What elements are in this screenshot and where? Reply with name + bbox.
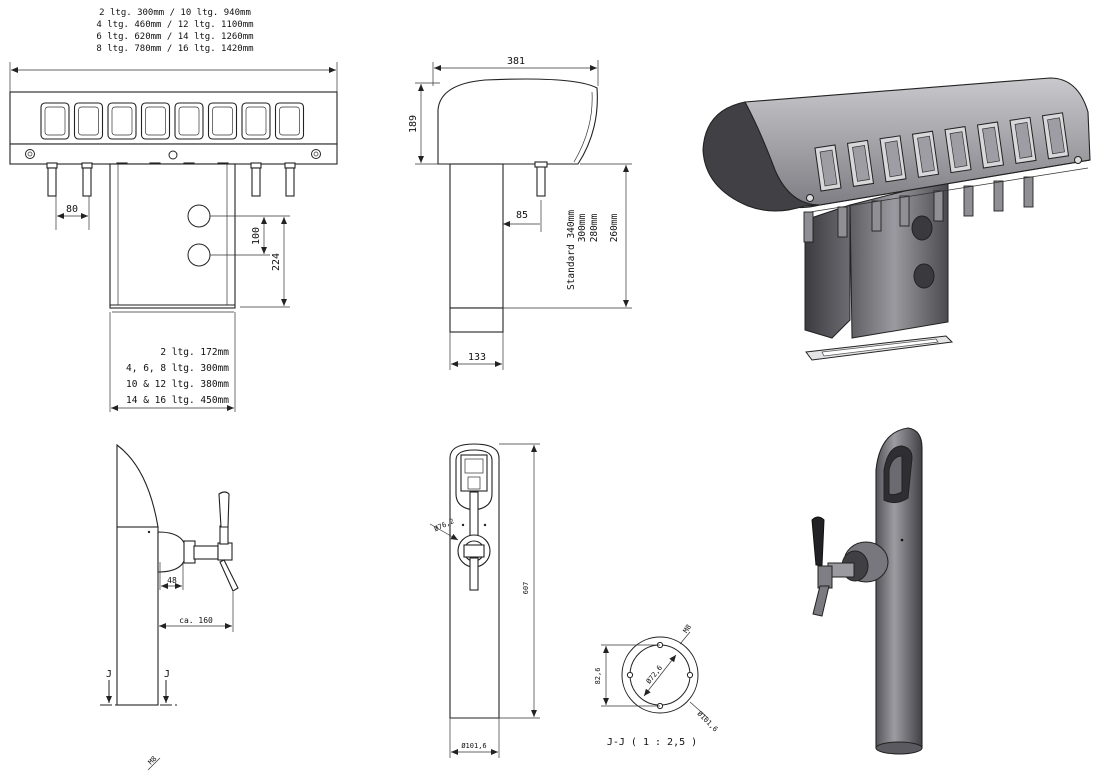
spout: [81, 162, 93, 197]
column-side: [449, 163, 504, 309]
render-tap: [944, 126, 972, 174]
front-view-single-tap: Ø76,2 607 Ø101,6: [429, 443, 540, 758]
spout: [284, 162, 296, 197]
dim-381: 381: [507, 56, 525, 67]
render-tap-handles: [814, 112, 1070, 192]
render-spout: [963, 185, 974, 217]
render-tap: [846, 139, 875, 187]
render-spout: [837, 206, 848, 238]
side-view-multi-tower: 381 189 85 Standard 340mm 300mm 280mm 26…: [408, 56, 632, 370]
dim-224: 224: [271, 253, 282, 271]
dim-189: 189: [408, 115, 419, 133]
tap-handle: [107, 102, 137, 140]
spout: [250, 162, 262, 197]
base-line-4: 14 & 16 ltg. 450mm: [126, 395, 229, 406]
render-spouts: [803, 176, 1034, 243]
service-hole-lower: [187, 243, 211, 267]
base-line-2: 4, 6, 8 ltg. 300mm: [126, 363, 229, 374]
render-tap: [1041, 112, 1070, 160]
thread-label-m8: M8: [147, 755, 159, 767]
length-line-3: 6 ltg. 620mm / 14 ltg. 1260mm: [96, 32, 253, 42]
render-tap: [1009, 116, 1037, 164]
section-view-jj: Ø72,6 M8 Ø101,6 82,6 J-J ( 1 : 2,5 ): [594, 623, 719, 748]
dim-607: 607: [522, 582, 530, 595]
dim-80: 80: [66, 204, 78, 215]
service-hole-upper: [187, 204, 211, 228]
tap-handle: [140, 102, 171, 140]
dim-100: 100: [251, 227, 262, 245]
hood-side-profile: [437, 78, 598, 165]
single-column-side: [116, 526, 159, 706]
render-spout: [803, 211, 814, 243]
base-line-3: 10 & 12 ltg. 380mm: [126, 379, 229, 390]
dim-826: 82,6: [594, 668, 602, 685]
section-mark-j-left: J: [106, 669, 112, 680]
tap-handle: [241, 102, 271, 140]
section-mark-j-right: J: [164, 669, 170, 680]
height-line-3: 280mm: [589, 213, 600, 242]
height-line-1: Standard 340mm: [566, 210, 577, 290]
section-caption: J-J ( 1 : 2,5 ): [607, 737, 697, 748]
dim-133: 133: [468, 352, 486, 363]
render-spout: [899, 195, 910, 227]
dim-48: 48: [167, 576, 177, 585]
height-line-4: 260mm: [609, 213, 620, 242]
tap-handle: [174, 102, 204, 140]
length-line-2: 4 ltg. 460mm / 12 ltg. 1100mm: [96, 20, 253, 30]
side-view-single-tap: 48 ca. 160 J J M8: [100, 443, 239, 771]
dim-85: 85: [516, 210, 528, 221]
render-tap: [911, 130, 940, 178]
base-line-1: 2 ltg. 172mm: [160, 347, 229, 358]
section-outer-ring: [621, 636, 699, 714]
tap-handle: [40, 102, 70, 140]
render-single-tap: [811, 427, 923, 755]
height-line-2: 300mm: [577, 213, 588, 242]
render-tap: [976, 121, 1005, 169]
render-spout: [1023, 176, 1034, 208]
tap-handle: [207, 102, 238, 140]
render-tap: [879, 135, 907, 183]
length-line-4: 8 ltg. 780mm / 16 ltg. 1420mm: [96, 44, 253, 54]
tap-handles-row: [40, 102, 305, 140]
dim-d101: Ø101,6: [461, 742, 486, 750]
spout: [46, 162, 58, 197]
tap-handle: [274, 102, 305, 140]
length-line-1: 2 ltg. 300mm / 10 ltg. 940mm: [99, 8, 251, 18]
render-spout: [871, 200, 882, 232]
render-spout: [993, 180, 1004, 212]
dim-ca160: ca. 160: [179, 616, 213, 625]
render-multi-tower: [702, 77, 1091, 361]
render-tap: [814, 144, 842, 192]
render-spout: [933, 190, 944, 222]
column-body: [109, 163, 236, 309]
front-view-multi-tower: 2 ltg. 300mm / 10 ltg. 940mm 4 ltg. 460m…: [9, 8, 338, 412]
dim-d1016: Ø101,6: [696, 710, 720, 734]
tap-handle: [73, 102, 104, 140]
dim-m8: M8: [682, 623, 693, 635]
